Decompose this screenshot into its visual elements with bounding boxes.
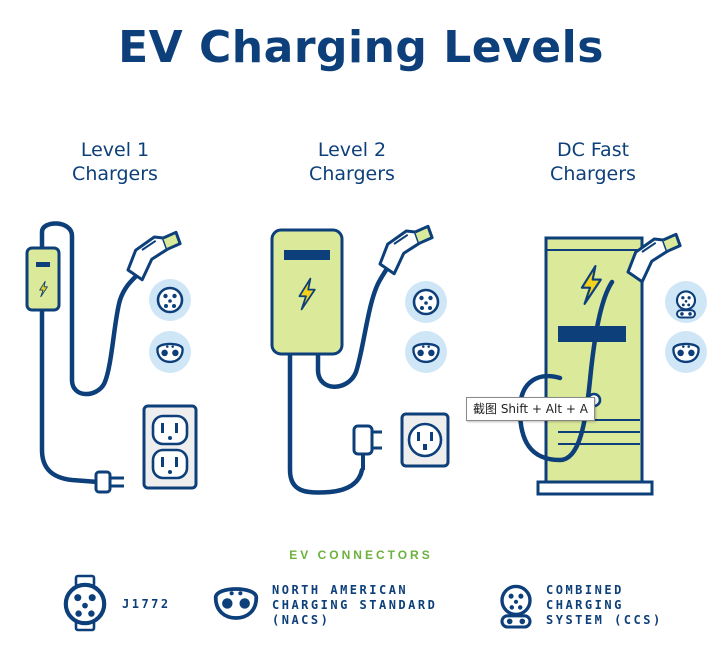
- legend-label-nacs: NORTH AMERICAN CHARGING STANDARD (NACS): [272, 583, 437, 628]
- legend-label-line: NORTH AMERICAN: [272, 583, 409, 597]
- charging-handle-icon: [370, 221, 441, 279]
- column-heading-line: Level 1: [80, 139, 150, 161]
- legend-heading: EV CONNECTORS: [289, 548, 433, 562]
- legend-icons: [66, 574, 532, 632]
- legend-label-line: COMBINED: [546, 583, 624, 597]
- column-heading-level-1: Level 1 Chargers: [25, 138, 205, 186]
- 240v-plug-icon: [352, 424, 382, 470]
- page-title: EV Charging Levels: [118, 22, 604, 73]
- nacs-legend-icon: [213, 587, 259, 620]
- column-heading-line: Chargers: [72, 163, 158, 185]
- legend-label-line: (NACS): [272, 613, 331, 627]
- two-prong-plug-icon: [94, 470, 124, 494]
- legend-label-line: CHARGING STANDARD: [272, 598, 438, 612]
- legend-label-ccs: COMBINED CHARGING SYSTEM (CCS): [546, 583, 663, 628]
- column-heading-dc-fast: DC Fast Chargers: [503, 138, 683, 186]
- legend-label-line: CHARGING: [546, 598, 624, 612]
- nacs-connector-icon: [412, 342, 440, 364]
- legend-label-j1772: J1772: [122, 597, 171, 612]
- nacs-connector-icon: [156, 342, 184, 364]
- column-heading-level-2: Level 2 Chargers: [262, 138, 442, 186]
- level-1-charger: [25, 221, 198, 494]
- level-2-charger: [270, 221, 450, 495]
- column-heading-line: Chargers: [550, 163, 636, 185]
- charging-handle-icon: [118, 227, 189, 285]
- legend-label-line: SYSTEM (CCS): [546, 613, 663, 627]
- j1772-connector-icon: [412, 288, 440, 316]
- j1772-legend-icon: [66, 585, 104, 623]
- wall-outlet-icon: [142, 404, 198, 490]
- 240v-outlet-icon: [400, 412, 450, 468]
- ccs-connector-icon: [675, 290, 697, 319]
- ccs-legend-icon: [500, 584, 532, 629]
- column-heading-line: Chargers: [309, 163, 395, 185]
- screenshot-tooltip: 截图 Shift + Alt + A: [466, 397, 595, 421]
- nacs-connector-icon: [672, 342, 700, 364]
- j1772-connector-icon: [156, 286, 184, 314]
- column-heading-line: Level 2: [317, 139, 387, 161]
- legend-label-line: J1772: [122, 597, 171, 611]
- dc-fast-charger: [517, 229, 707, 496]
- level-1-control-box: [25, 246, 61, 312]
- column-heading-line: DC Fast: [556, 139, 630, 161]
